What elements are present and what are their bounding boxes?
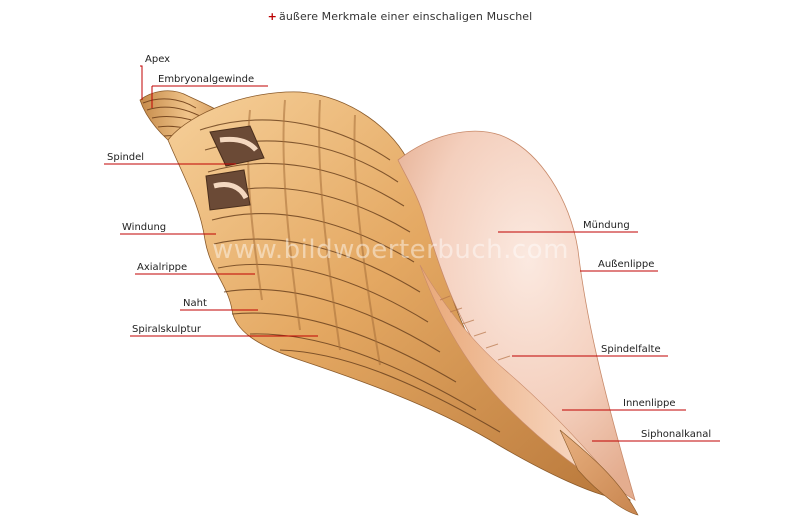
- label-naht: Naht: [183, 298, 207, 309]
- label-spindelfalte: Spindelfalte: [601, 344, 661, 355]
- label-axialrippe: Axialrippe: [137, 262, 187, 273]
- label-siphonalkanal: Siphonalkanal: [641, 429, 711, 440]
- label-apex: Apex: [145, 54, 170, 65]
- label-muendung: Mündung: [583, 220, 630, 231]
- label-spiralskulptur: Spiralskulptur: [132, 324, 202, 335]
- leader-apex: [140, 66, 142, 100]
- label-spindel: Spindel: [107, 152, 144, 163]
- label-windung: Windung: [122, 222, 166, 233]
- label-embryonalgewinde: Embryonalgewinde: [158, 74, 254, 85]
- label-aussenlippe: Außenlippe: [598, 259, 654, 270]
- watermark: www.bildwoerterbuch.com: [212, 235, 569, 265]
- label-innenlippe: Innenlippe: [623, 398, 676, 409]
